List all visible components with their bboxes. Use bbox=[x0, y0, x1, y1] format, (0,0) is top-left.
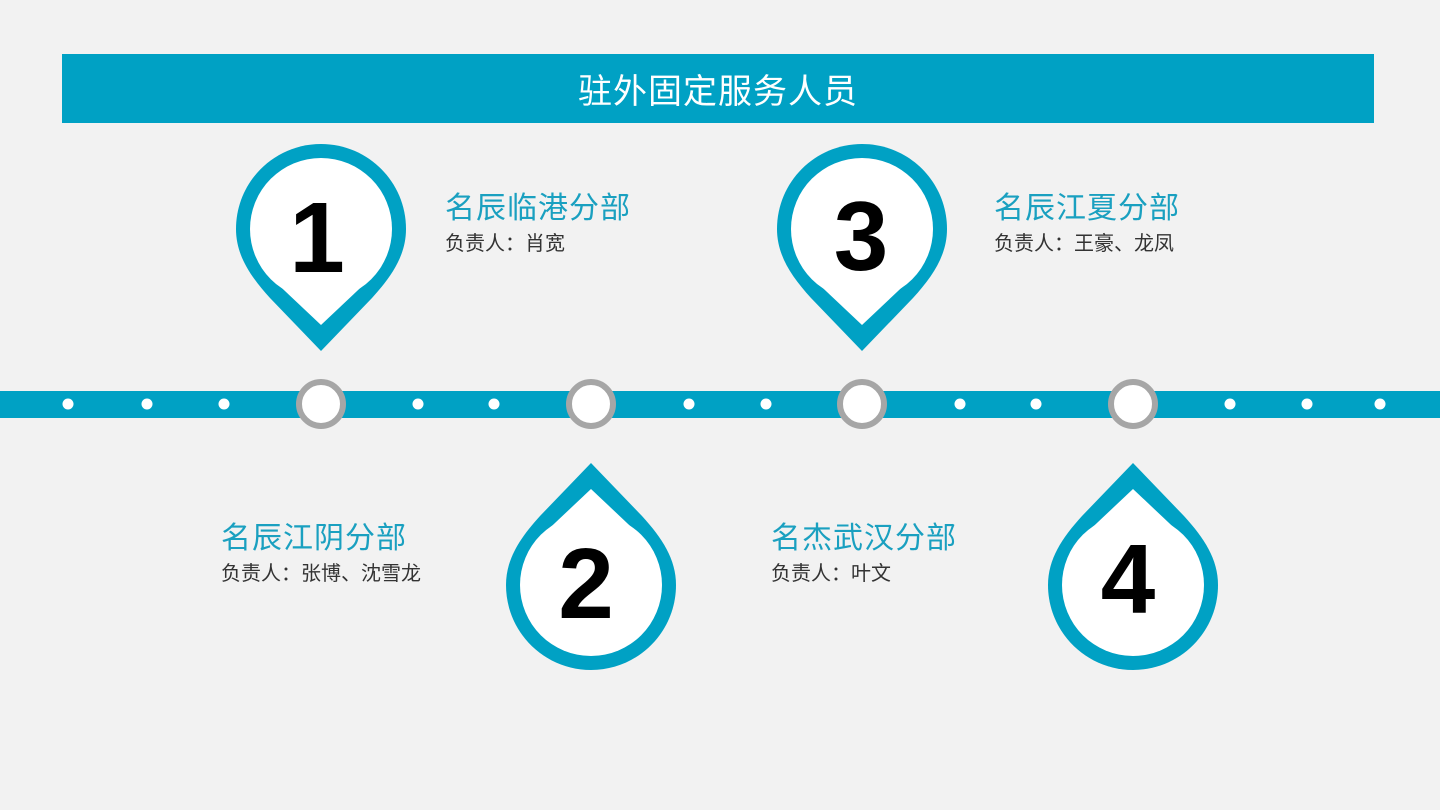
timeline-dot bbox=[1301, 398, 1313, 410]
branch-name-1: 名辰临港分部 bbox=[445, 191, 631, 226]
pin-marker-3: 3 bbox=[777, 144, 947, 351]
pin-marker-4: 4 bbox=[1048, 463, 1218, 670]
milestone-node-2 bbox=[566, 379, 616, 429]
branch-person-1: 负责人：肖宽 bbox=[445, 231, 565, 255]
timeline-dot bbox=[1374, 398, 1386, 410]
branch-name-4: 名杰武汉分部 bbox=[771, 521, 957, 556]
timeline-dot bbox=[683, 398, 695, 410]
pin-marker-2: 2 bbox=[506, 463, 676, 670]
branch-label-1: 名辰临港分部 负责人：肖宽 bbox=[445, 192, 631, 255]
pin-marker-1: 1 bbox=[236, 144, 406, 351]
branch-name-2: 名辰江阴分部 bbox=[221, 521, 407, 556]
page-title: 驻外固定服务人员 bbox=[578, 72, 858, 112]
timeline-dot bbox=[218, 398, 230, 410]
timeline-dots bbox=[62, 398, 1386, 410]
timeline-dot bbox=[488, 398, 500, 410]
pin-number-2: 2 bbox=[558, 528, 614, 640]
pin-number-4: 4 bbox=[1101, 524, 1156, 634]
timeline-dot bbox=[1030, 398, 1042, 410]
branch-label-3: 名辰江夏分部 负责人：王豪、龙凤 bbox=[994, 192, 1180, 255]
pin-number-3: 3 bbox=[834, 181, 889, 291]
timeline-dot bbox=[1224, 398, 1236, 410]
branch-label-4: 名杰武汉分部 负责人：叶文 bbox=[771, 522, 957, 585]
timeline-dot bbox=[141, 398, 153, 410]
branch-person-3: 负责人：王豪、龙凤 bbox=[994, 231, 1174, 255]
timeline-dot bbox=[760, 398, 772, 410]
branch-label-2: 名辰江阴分部 负责人：张博、沈雪龙 bbox=[221, 522, 421, 585]
timeline-dot bbox=[954, 398, 966, 410]
milestone-node-4 bbox=[1108, 379, 1158, 429]
milestone-node-1 bbox=[296, 379, 346, 429]
title-banner: 驻外固定服务人员 bbox=[62, 54, 1374, 123]
branch-person-2: 负责人：张博、沈雪龙 bbox=[221, 561, 421, 585]
branch-name-3: 名辰江夏分部 bbox=[994, 191, 1180, 226]
timeline-dot bbox=[62, 398, 74, 410]
pin-number-1: 1 bbox=[289, 182, 345, 294]
timeline-bar bbox=[0, 391, 1440, 418]
milestone-node-3 bbox=[837, 379, 887, 429]
branch-person-4: 负责人：叶文 bbox=[771, 561, 891, 585]
timeline-dot bbox=[412, 398, 424, 410]
